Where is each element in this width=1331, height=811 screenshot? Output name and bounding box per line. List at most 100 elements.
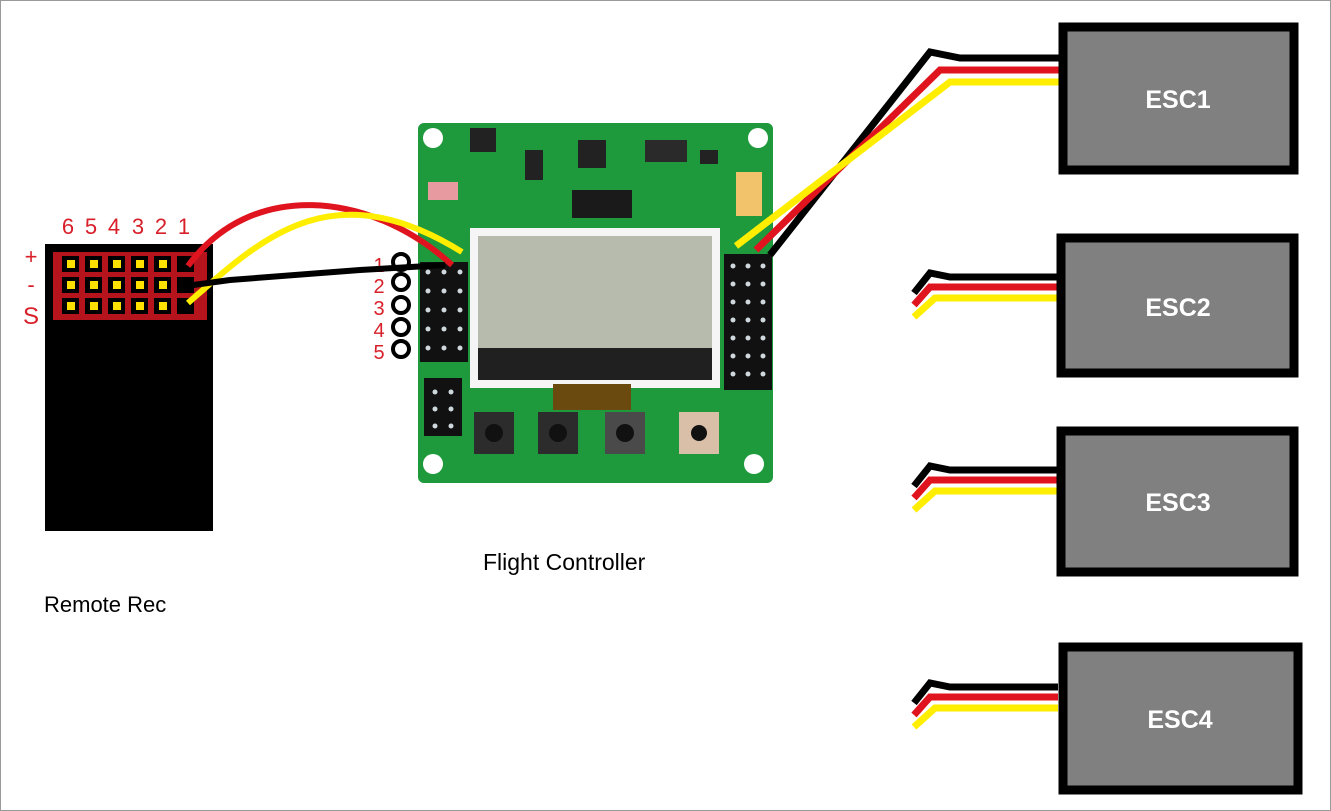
pin-label: 4 [373, 320, 384, 342]
header-pin [448, 406, 454, 412]
battery-connector [428, 182, 458, 200]
wire-positive [911, 693, 1058, 718]
receiver-row-labels: + - S [23, 244, 39, 330]
esc-stub-cable [911, 462, 1058, 513]
header-pin [760, 335, 766, 341]
esc2: ESC2 [1056, 233, 1299, 378]
channel-label: 4 [108, 214, 120, 239]
esc-label: ESC2 [1145, 294, 1210, 322]
header-pin [441, 269, 447, 275]
esc-label: ESC1 [1145, 86, 1210, 114]
wire-ground [911, 462, 1058, 489]
receiver-label: Remote Rec [44, 592, 166, 617]
esc-box [1058, 642, 1303, 795]
receiver-pin [67, 281, 75, 289]
pin-marker [391, 339, 411, 359]
pin-marker [391, 317, 411, 337]
flight-controller-board: Flight Controller [418, 123, 773, 575]
header-pin [448, 389, 454, 395]
pin-label: 3 [373, 298, 384, 320]
mounting-hole [423, 128, 443, 148]
header-pin [448, 423, 454, 429]
header-pin [745, 263, 751, 269]
chip [470, 128, 496, 152]
channel-label: 6 [62, 214, 74, 239]
fc-to-esc1-cable [733, 48, 1068, 258]
esc-stub-cable [911, 269, 1058, 320]
esc-box [1056, 426, 1299, 577]
chip [525, 150, 543, 180]
receiver-to-fc-cable [185, 202, 464, 306]
header-pin [730, 335, 736, 341]
wire-positive [753, 66, 1062, 253]
lcd-ribbon [553, 384, 631, 410]
receiver-pin [159, 302, 167, 310]
wire-signal [911, 487, 1058, 513]
channel-label: 5 [85, 214, 97, 239]
receiver-pin-grid [62, 256, 194, 314]
wire-positive [911, 476, 1058, 501]
esc-label: ESC3 [1145, 489, 1210, 517]
esc-label: ESC4 [1147, 706, 1212, 734]
pin-label: 2 [373, 276, 384, 298]
esc1: ESC1 [1058, 22, 1299, 175]
wire-positive [911, 283, 1058, 308]
receiver-pin [136, 281, 144, 289]
header-pin [760, 317, 766, 323]
header-pin [432, 423, 438, 429]
lcd-screen [478, 236, 712, 348]
header-pin [425, 288, 431, 294]
mcu-chip [572, 190, 632, 218]
lcd-bottom-strip [478, 348, 712, 380]
wire-ground [911, 269, 1058, 296]
header-pin [760, 371, 766, 377]
header-pin [457, 307, 463, 313]
receiver-pin [159, 260, 167, 268]
wire-ground [185, 262, 446, 289]
header-pin [441, 345, 447, 351]
button-cap [485, 424, 503, 442]
header-pin [457, 326, 463, 332]
chip [700, 150, 718, 164]
header-pin [457, 345, 463, 351]
header-pin [745, 281, 751, 287]
resistor-array [645, 140, 687, 162]
esc-stub-cables [911, 269, 1058, 730]
esc3: ESC3 [1056, 426, 1299, 577]
input-header-pins [425, 269, 463, 351]
receiver-pin [67, 260, 75, 268]
pin-marker [391, 295, 411, 315]
header-pin [425, 345, 431, 351]
pin-label: 5 [373, 342, 384, 364]
channel-label: 1 [178, 214, 190, 239]
header-pin [760, 353, 766, 359]
mounting-hole [744, 454, 764, 474]
header-pin [457, 269, 463, 275]
gyro-chip [578, 140, 606, 168]
mounting-hole [423, 454, 443, 474]
receiver-channel-labels: 6 5 4 3 2 1 [62, 214, 190, 239]
header-pin [432, 406, 438, 412]
receiver-pin [136, 260, 144, 268]
header-pin [432, 389, 438, 395]
row-label-signal: S [23, 303, 39, 330]
esc4: ESC4 [1058, 642, 1303, 795]
row-label-positive: + [25, 244, 38, 269]
header-pin [760, 299, 766, 305]
button-cap [691, 425, 707, 441]
header-pin [441, 307, 447, 313]
pin-marker [391, 272, 411, 292]
esc-box [1058, 22, 1299, 175]
receiver-pin [113, 260, 121, 268]
capacitor [736, 172, 762, 216]
header-pin [730, 281, 736, 287]
flight-controller-label: Flight Controller [483, 549, 646, 575]
receiver-pin [90, 260, 98, 268]
header-pin [745, 335, 751, 341]
isp-header-pins [432, 389, 454, 429]
header-pin [760, 281, 766, 287]
header-pin [425, 326, 431, 332]
output-header-pins [730, 263, 766, 377]
receiver-pin [90, 281, 98, 289]
